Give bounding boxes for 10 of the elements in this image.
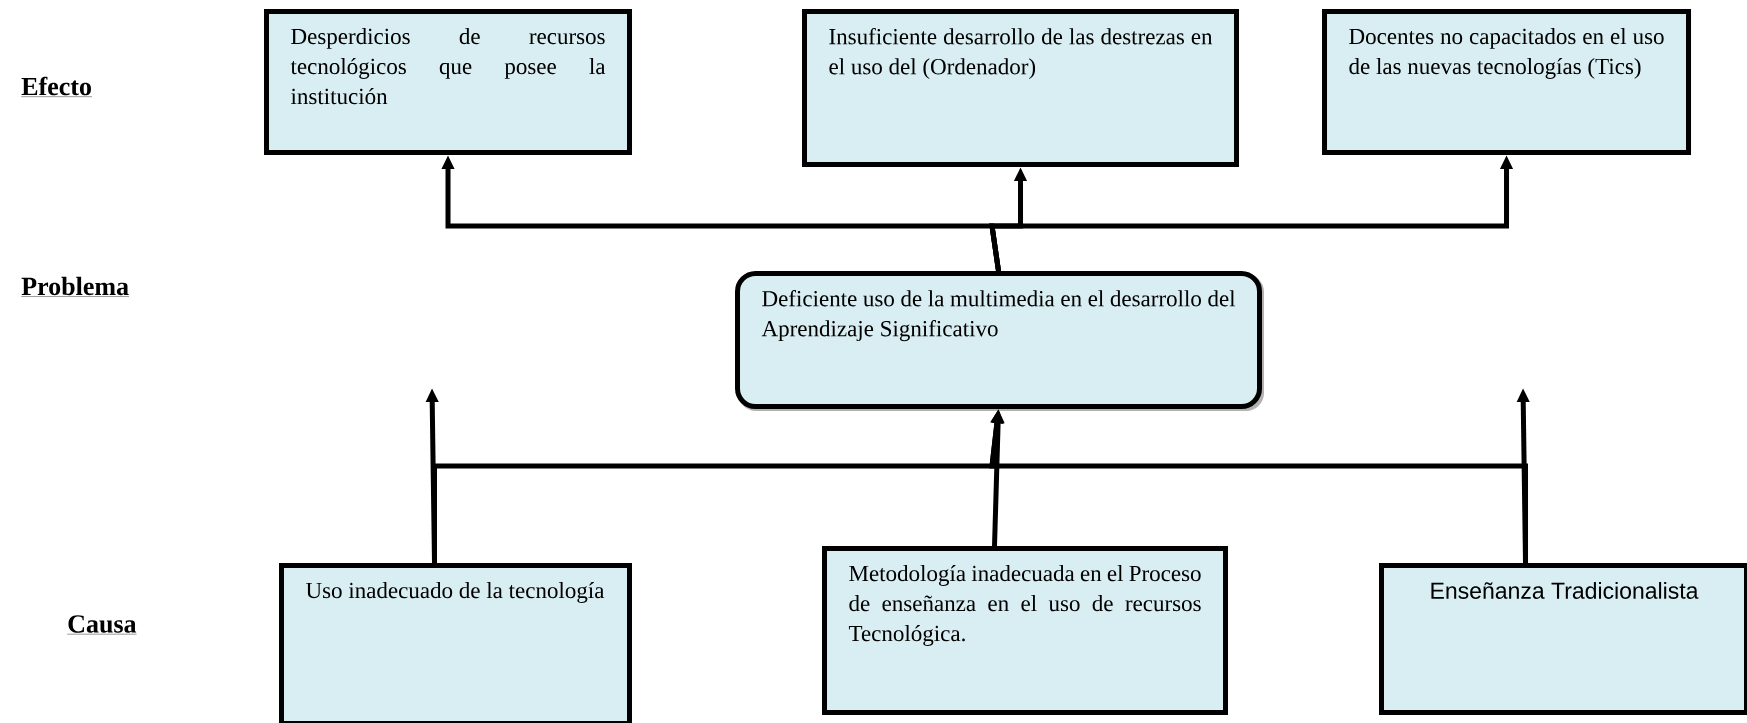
- effect-box: Desperdicios de recursos tecnológicos que posee la institución: [264, 9, 632, 155]
- side-label: Causa: [67, 615, 137, 635]
- cause-box: Uso inadecuado de la tecnología: [279, 563, 632, 723]
- side-label: Efecto: [21, 76, 93, 97]
- effect-box: Docentes no capacitados en el uso de las nuevas tecnologías (Tics): [1322, 9, 1691, 155]
- cause-box: Enseñanza Tradicionalista: [1379, 563, 1747, 715]
- problem-box: Deficiente uso de la multimedia en el desarrollo del Aprendizaje Significativo: [735, 271, 1264, 411]
- effect-box: Insuficiente desarrollo de las destrezas en el uso del (Ordenador): [802, 9, 1239, 167]
- cause-box: Metodología inadecuada en el Proceso de enseñanza en el uso de recursos Tecnológica.: [822, 546, 1228, 715]
- side-label: Problema: [21, 276, 130, 297]
